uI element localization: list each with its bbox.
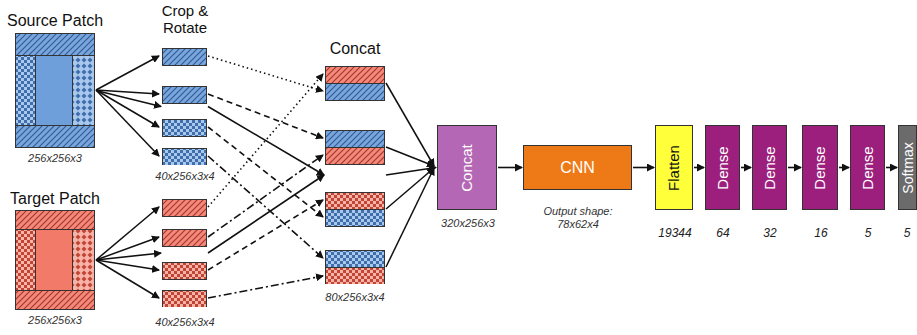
shape-label: 40x256x3x4 xyxy=(150,316,220,329)
shape-label: 5 xyxy=(897,227,917,241)
layer-name: Concat xyxy=(458,144,475,192)
flow-arrow xyxy=(386,168,436,176)
flow-arrow xyxy=(208,107,324,176)
flatten-layer: Flatten19344 xyxy=(655,125,693,210)
group-title: Target Patch xyxy=(0,190,110,208)
group-title: Crop & Rotate xyxy=(150,2,220,37)
shape-label: 16 xyxy=(801,227,841,241)
shape-label: 32 xyxy=(750,227,790,241)
layer-name: Dense xyxy=(859,146,876,189)
flow-arrow xyxy=(498,167,522,169)
flow-arrow xyxy=(886,167,897,169)
flow-arrow xyxy=(96,91,161,107)
flow-arrow xyxy=(694,167,704,169)
softmax-layer: Softmax5 xyxy=(898,125,917,210)
dense-layer: Dense32 xyxy=(752,125,787,210)
shape-label: 256x256x3 xyxy=(15,314,95,327)
layer-name: Dense xyxy=(761,146,778,189)
flow-arrow xyxy=(741,167,751,169)
target-patch: Target Patch256x256x3 xyxy=(15,210,95,310)
shape-label: 80x256x3x4 xyxy=(315,291,395,304)
group-title: Concat xyxy=(320,40,390,58)
concat-layer: Concat320x256x3 xyxy=(437,125,497,210)
shape-label: 5 xyxy=(848,227,888,241)
flow-arrow xyxy=(788,167,801,169)
crop-strips: Crop & Rotate40x256x3x4 xyxy=(162,48,207,165)
crop-strips: 40x256x3x4 xyxy=(162,199,207,307)
dense-layer: Dense64 xyxy=(705,125,740,210)
flow-arrow xyxy=(96,253,161,260)
layer-name: Flatten xyxy=(665,145,682,191)
layer-name: Dense xyxy=(811,146,828,189)
shape-label: 64 xyxy=(703,227,743,241)
shape-label: 320x256x3 xyxy=(428,217,508,230)
layer-name: Softmax xyxy=(899,142,915,193)
flow-arrow xyxy=(633,167,654,169)
cnn-block: CNNOutput shape: 78x62x4 xyxy=(523,145,632,190)
concat-pairs: Concat80x256x3x4 xyxy=(325,66,385,284)
shape-label: 40x256x3x4 xyxy=(150,170,220,183)
flow-arrow xyxy=(839,167,849,169)
group-title: Source Patch xyxy=(0,12,110,30)
flow-arrow xyxy=(208,175,324,253)
strip-art xyxy=(162,199,207,307)
layer-name: Dense xyxy=(714,146,731,189)
dense-layer: Dense5 xyxy=(850,125,885,210)
shape-label: 19344 xyxy=(650,227,700,241)
layer-name: CNN xyxy=(560,158,595,176)
shape-label: 256x256x3 xyxy=(15,152,95,165)
patch-art xyxy=(15,210,95,310)
shape-label: Output shape: 78x62x4 xyxy=(533,205,623,230)
dense-layer: Dense16 xyxy=(802,125,838,210)
strip-art xyxy=(162,48,207,165)
pair-art xyxy=(325,66,385,284)
source-patch: Source Patch256x256x3 xyxy=(15,33,95,148)
patch-art xyxy=(15,33,95,148)
